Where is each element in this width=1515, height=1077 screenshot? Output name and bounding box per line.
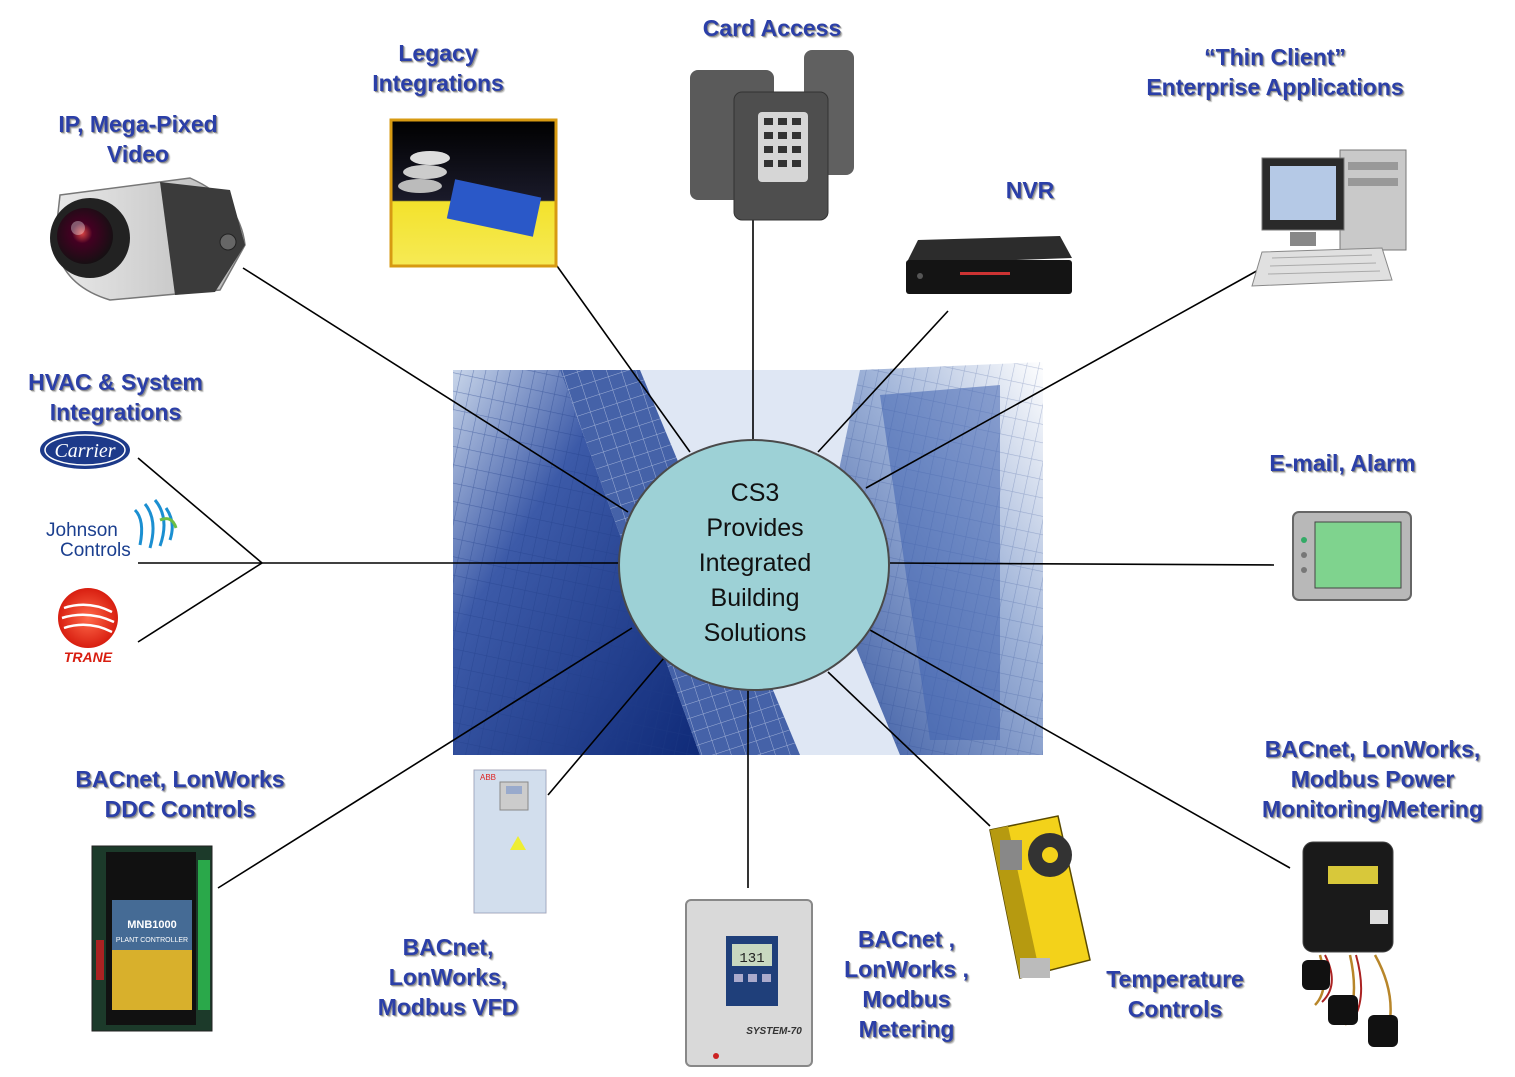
label-email-alarm: E-mail, Alarm bbox=[1250, 448, 1435, 478]
trane-logo: TRANE bbox=[58, 588, 118, 665]
label-line: Temperature bbox=[1106, 966, 1244, 992]
svg-text:ABB: ABB bbox=[480, 773, 496, 782]
label-line: HVAC & System bbox=[28, 369, 203, 395]
johnson-text-2: Controls bbox=[60, 540, 131, 561]
label-hvac: HVAC & System Integrations bbox=[8, 367, 223, 427]
ip-camera-icon bbox=[50, 177, 246, 301]
label-line: DDC Controls bbox=[104, 796, 256, 822]
label-thin-client: “Thin Client” Enterprise Applications bbox=[1110, 42, 1440, 102]
label-legacy-integrations: Legacy Integrations bbox=[358, 38, 518, 98]
label-line: Integrations bbox=[49, 399, 182, 425]
label-line: Monitoring/Metering bbox=[1261, 796, 1484, 822]
hub-line: Provides bbox=[706, 514, 804, 542]
hub-line: Building bbox=[710, 584, 800, 612]
label-power-monitoring: BACnet, LonWorks, Modbus Power Monitorin… bbox=[1245, 734, 1500, 824]
hub-label: CS3 Provides Integrated Building Solutio… bbox=[620, 476, 890, 651]
label-nvr: NVR bbox=[980, 175, 1080, 205]
label-line: BACnet, LonWorks bbox=[75, 766, 285, 792]
label-line: BACnet, bbox=[402, 934, 494, 960]
hub-line: Solutions bbox=[703, 619, 807, 647]
carrier-logo: Carrier bbox=[40, 431, 130, 469]
trane-text: TRANE bbox=[64, 649, 113, 665]
label-line: Integrations bbox=[372, 70, 504, 96]
label-line: Modbus VFD bbox=[377, 994, 519, 1020]
label-vfd: BACnet, LonWorks, Modbus VFD bbox=[358, 932, 538, 1022]
label-line: Enterprise Applications bbox=[1146, 74, 1404, 100]
label-line: NVR bbox=[1005, 177, 1055, 203]
hub-line: Integrated bbox=[698, 549, 812, 577]
metering-unit-icon: 131 SYSTEM-70 bbox=[685, 899, 813, 1067]
johnson-text-1: Johnson bbox=[46, 520, 118, 541]
label-line: LonWorks, bbox=[388, 964, 508, 990]
meter-display-text: 131 bbox=[739, 951, 764, 967]
hub-line: CS3 bbox=[730, 479, 780, 507]
label-line: Controls bbox=[1127, 996, 1223, 1022]
label-line: LonWorks , bbox=[844, 956, 969, 982]
label-line: IP, Mega-Pixed bbox=[58, 111, 218, 137]
nvr-box-icon bbox=[906, 236, 1072, 294]
label-card-access: Card Access bbox=[672, 13, 872, 43]
label-line: Modbus Power bbox=[1290, 766, 1455, 792]
label-line: Video bbox=[106, 141, 170, 167]
power-meter-icon bbox=[1302, 841, 1398, 1047]
card-reader-icon bbox=[690, 50, 854, 221]
label-line: Metering bbox=[858, 1016, 955, 1042]
label-line: BACnet, LonWorks, bbox=[1264, 736, 1481, 762]
desktop-computer-icon bbox=[1251, 149, 1407, 287]
vfd-drive-icon: ABB bbox=[473, 769, 547, 914]
label-line: E-mail, Alarm bbox=[1269, 450, 1416, 476]
ddc-controller-board-icon: MNB1000 PLANT CONTROLLER bbox=[91, 845, 213, 1032]
hub-circle bbox=[618, 439, 890, 691]
label-line: “Thin Client” bbox=[1204, 44, 1346, 70]
actuator-icon bbox=[989, 815, 1091, 979]
johnson-controls-logo: Johnson Controls bbox=[46, 499, 178, 561]
label-ip-video: IP, Mega-Pixed Video bbox=[33, 109, 243, 169]
system70-text: SYSTEM-70 bbox=[746, 1026, 802, 1037]
label-ddc-controls: BACnet, LonWorks DDC Controls bbox=[55, 764, 305, 824]
touchscreen-panel-icon bbox=[1292, 511, 1412, 601]
label-line: BACnet , bbox=[857, 926, 956, 952]
mnb-sub-text: PLANT CONTROLLER bbox=[116, 937, 188, 944]
label-line: Card Access bbox=[702, 15, 842, 41]
label-line: Modbus bbox=[862, 986, 951, 1012]
legacy-logos-image bbox=[389, 118, 558, 268]
carrier-text: Carrier bbox=[54, 440, 115, 462]
mnb-text: MNB1000 bbox=[127, 919, 177, 931]
connector-lines bbox=[137, 186, 1291, 889]
label-metering: BACnet , LonWorks , Modbus Metering bbox=[834, 924, 979, 1044]
label-temperature-controls: Temperature Controls bbox=[1090, 964, 1260, 1024]
label-line: Legacy bbox=[398, 40, 478, 66]
